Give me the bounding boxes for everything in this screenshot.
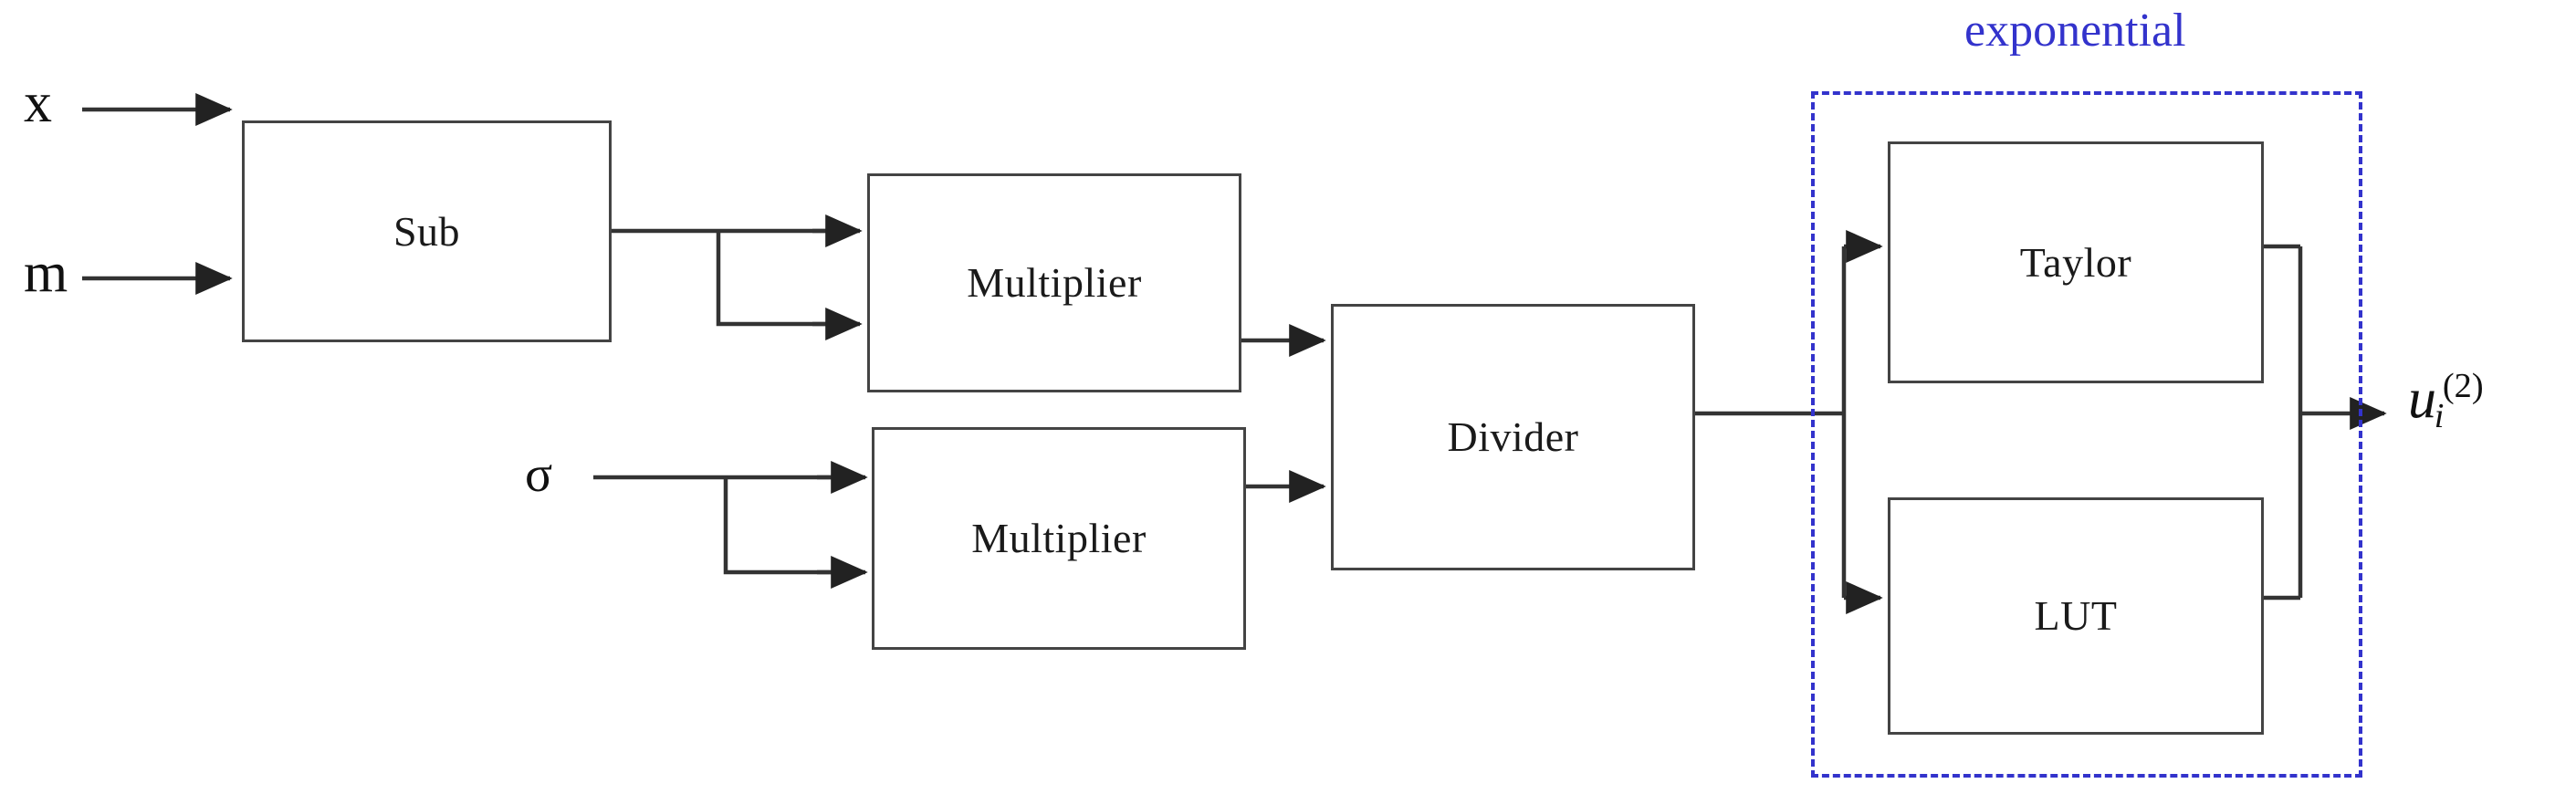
exponential-group [1811, 91, 2362, 778]
sub-block-label: Sub [393, 207, 461, 255]
exponential-group-title: exponential [1964, 5, 2186, 57]
wire-sigma-split [723, 477, 856, 575]
multiplier-lower-block-label: Multiplier [971, 515, 1147, 561]
multiplier-lower-block[interactable]: Multiplier [872, 427, 1246, 650]
divider-block[interactable]: Divider [1331, 304, 1695, 570]
input-label-sigma: σ [525, 446, 553, 503]
output-label: ui(2) [2408, 369, 2484, 434]
wire-sub-split [716, 231, 851, 327]
divider-block-label: Divider [1447, 413, 1579, 460]
input-label-m: m [24, 242, 68, 304]
taylor-block[interactable]: Taylor [1888, 141, 2264, 383]
taylor-block-label: Taylor [2019, 238, 2132, 286]
sub-block[interactable]: Sub [242, 120, 612, 342]
input-label-x: x [24, 72, 52, 134]
lut-block-label: LUT [2034, 592, 2118, 639]
lut-block[interactable]: LUT [1888, 497, 2264, 735]
output-superscript: (2) [2442, 367, 2484, 405]
multiplier-upper-block[interactable]: Multiplier [867, 173, 1241, 392]
multiplier-upper-block-label: Multiplier [967, 259, 1142, 306]
output-subscript: i [2434, 397, 2445, 436]
output-variable: u [2408, 368, 2436, 431]
